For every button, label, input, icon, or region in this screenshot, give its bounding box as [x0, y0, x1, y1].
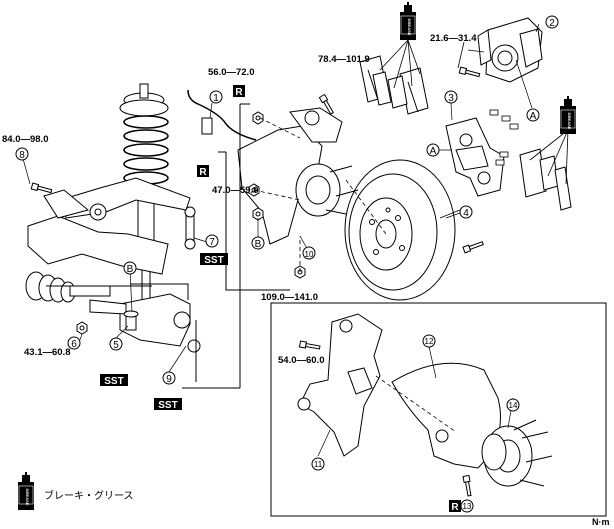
nut-56	[252, 111, 264, 125]
letter-a-bracket: A	[426, 143, 440, 157]
grease-lines-lower	[529, 129, 569, 185]
steering-knuckle-upper	[237, 107, 343, 245]
group-bracket-upper	[182, 103, 290, 389]
torque-bolt-8: 84.0—98.0	[2, 134, 48, 145]
callout-9: 9	[162, 371, 176, 385]
torque-upper-nut: 56.0—72.0	[208, 67, 254, 78]
hub-bolt	[462, 474, 473, 497]
letter-b-arm: B	[123, 261, 137, 275]
svg-text:3: 3	[448, 93, 454, 104]
callout-5: 5	[109, 337, 123, 351]
replace-box-upper: R	[233, 85, 245, 98]
svg-text:10: 10	[305, 250, 314, 259]
pad-clips	[489, 109, 519, 166]
replace-box-mid: R	[197, 165, 209, 178]
callout-11: 11	[311, 457, 325, 471]
driveshaft-boot	[25, 271, 111, 303]
grease-legend-icon: GREASE	[17, 471, 35, 511]
upper-arm	[59, 177, 191, 221]
callout-7: 7	[205, 234, 219, 248]
svg-text:11: 11	[314, 460, 323, 469]
caliper-bracket	[445, 117, 505, 197]
caliper-bolt	[458, 66, 481, 79]
grease-icon: GREASE	[559, 95, 577, 135]
svg-text:A: A	[530, 111, 537, 122]
svg-text:14: 14	[509, 401, 518, 410]
disc-screw	[462, 239, 485, 254]
sst-box-arm: SST	[154, 398, 182, 411]
coil-spring	[123, 115, 169, 199]
sst-box-joint: SST	[100, 374, 128, 387]
callout-4: 4	[459, 205, 473, 219]
svg-text:SST: SST	[158, 400, 177, 411]
svg-text:GREASE: GREASE	[25, 489, 30, 506]
callout-6: 6	[67, 336, 81, 350]
unit-label: N·m	[592, 517, 610, 527]
svg-text:1: 1	[213, 93, 219, 104]
svg-text:GREASE: GREASE	[407, 19, 412, 36]
torque-bolt-54: 54.0—60.0	[278, 355, 324, 366]
ball-joint	[123, 310, 139, 331]
callout-8: 8	[15, 147, 29, 161]
letter-b-knuckle: B	[251, 236, 265, 250]
callout-12: 12	[422, 334, 436, 348]
group-bracket-left	[46, 283, 197, 382]
svg-text:12: 12	[425, 337, 434, 346]
svg-text:A: A	[430, 146, 437, 157]
wheel-hub-upper	[295, 163, 359, 217]
nut-43	[76, 321, 88, 335]
callout-13: 13	[460, 499, 474, 513]
svg-text:SST: SST	[204, 255, 223, 266]
svg-text:GREASE: GREASE	[567, 113, 572, 130]
torque-bracket-bolt: 78.4—101.9	[318, 54, 370, 65]
svg-text:SST: SST	[104, 376, 123, 387]
detail-box	[270, 302, 607, 517]
callout-3: 3	[444, 90, 458, 104]
grease-icon: GREASE	[399, 1, 417, 41]
brake-caliper	[477, 17, 543, 83]
svg-text:B: B	[255, 239, 262, 250]
letter-a-caliper: A	[526, 108, 540, 122]
callout-14: 14	[506, 398, 520, 412]
leader-lines	[21, 23, 540, 457]
svg-text:2: 2	[549, 18, 555, 29]
torque-lower-nut: 109.0—141.0	[261, 292, 318, 303]
callout-1: 1	[209, 90, 223, 104]
wheel-hub-bearing	[481, 419, 553, 487]
svg-text:8: 8	[19, 150, 25, 161]
svg-text:13: 13	[463, 502, 472, 511]
sst-box-link: SST	[200, 253, 228, 266]
strut-assembly	[119, 83, 169, 117]
svg-text:7: 7	[209, 237, 215, 248]
torque-link-nut: 47.0—59.0	[212, 185, 258, 196]
brake-pads-upper	[359, 55, 429, 115]
lower-arm	[89, 293, 201, 353]
svg-text:9: 9	[166, 374, 172, 385]
grease-lines-upper	[379, 39, 421, 89]
svg-text:R: R	[451, 502, 459, 513]
dashed-guides	[253, 117, 387, 272]
torque-caliper: 21.6—31.4	[430, 33, 477, 44]
bolt-54	[298, 340, 321, 351]
torque-nut-6: 43.1—60.8	[24, 347, 70, 358]
bolt-84	[30, 182, 53, 195]
stabilizer-link	[184, 206, 196, 250]
legend-text: ブレーキ・グリース	[44, 489, 134, 502]
brake-disc	[344, 159, 456, 301]
svg-text:B: B	[127, 264, 134, 275]
svg-text:R: R	[199, 167, 207, 178]
steering-knuckle	[297, 313, 383, 457]
replace-box-lower: R	[449, 500, 461, 513]
callout-10: 10	[302, 246, 316, 260]
svg-text:4: 4	[463, 208, 469, 219]
brake-pads-lower	[519, 148, 572, 211]
callout-2: 2	[545, 15, 559, 29]
svg-text:6: 6	[71, 339, 77, 350]
abs-wire	[187, 89, 257, 141]
svg-text:R: R	[235, 87, 243, 98]
svg-text:5: 5	[113, 340, 119, 351]
crossmember	[27, 189, 169, 275]
